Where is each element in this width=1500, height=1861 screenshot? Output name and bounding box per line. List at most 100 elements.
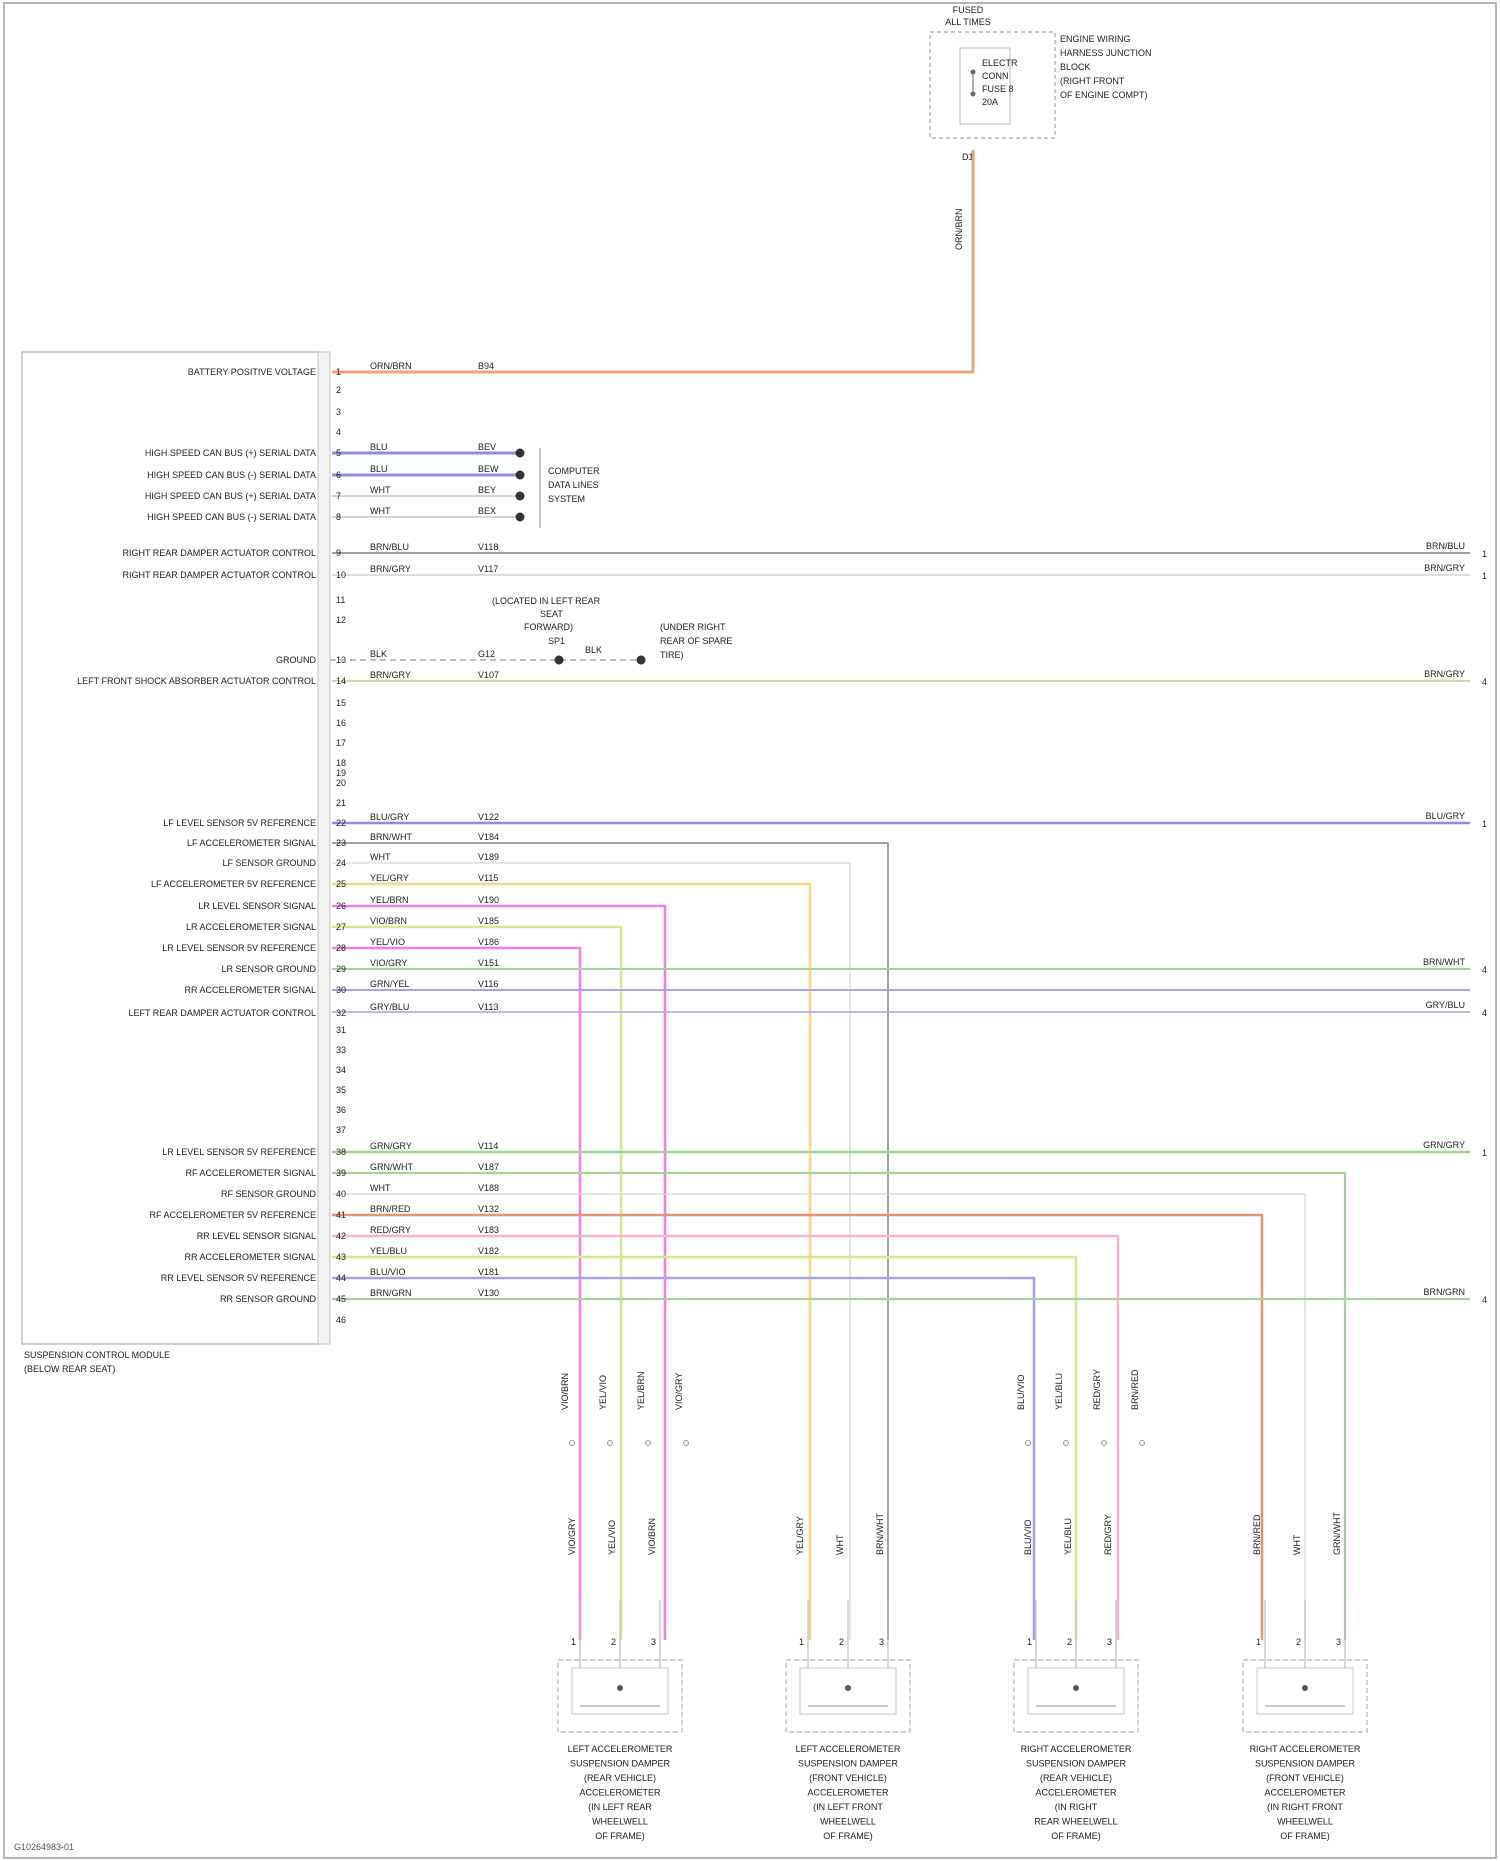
circuit-number-label: V184 (478, 832, 499, 842)
pin-function-label: LF ACCELEROMETER 5V REFERENCE (151, 879, 316, 889)
pin-function-label: RF SENSOR GROUND (221, 1189, 317, 1199)
sensor-outline (558, 1660, 682, 1732)
splice-label: SP1 (548, 636, 565, 646)
right-edge-connector-mark: 1 (1482, 571, 1487, 581)
fuse-desc-line-1: ENGINE WIRING (1060, 34, 1131, 44)
pin-number: 2 (336, 385, 341, 395)
fuse-desc-line-5: OF ENGINE COMPT) (1060, 90, 1148, 100)
sensor-name-line: WHEELWELL (820, 1817, 876, 1827)
wire-color-label: BLK (370, 649, 387, 659)
sensor-pin-number: 3 (1336, 1637, 1341, 1647)
pin-function-label: RF ACCELEROMETER 5V REFERENCE (149, 1210, 316, 1220)
sensor-layer: 123VIO/GRYYEL/VIOVIO/BRNVIO/BRNYEL/VIOYE… (558, 1369, 1367, 1841)
pin-number: 43 (336, 1252, 346, 1262)
sensor-wire-color-label: GRN/WHT (1332, 1512, 1342, 1555)
fuse-desc-line-4: (RIGHT FRONT (1060, 76, 1125, 86)
sensor-wire-color-label: VIO/GRY (567, 1518, 577, 1555)
fuse-terminal-top (971, 70, 976, 75)
pin-number: 10 (336, 570, 346, 580)
splice-dot (516, 513, 525, 522)
rr-level-signal-wire (332, 1236, 1118, 1640)
pin-function-label: LR LEVEL SENSOR 5V REFERENCE (162, 1147, 316, 1157)
wire-color-label: WHT (370, 506, 391, 516)
sensor-name-line: (IN RIGHT (1055, 1802, 1098, 1812)
pin-function-label: RR LEVEL SENSOR 5V REFERENCE (161, 1273, 316, 1283)
sensor-name-line: ACCELEROMETER (1035, 1788, 1117, 1798)
wire-color-label: BRN/GRY (370, 564, 411, 574)
sensor-element-dot (1073, 1685, 1079, 1691)
sensor-pin-number: 3 (651, 1637, 656, 1647)
pin-number: 30 (336, 985, 346, 995)
pin-number: 45 (336, 1294, 346, 1304)
pin-number: 40 (336, 1189, 346, 1199)
can-bus-destination: COMPUTER DATA LINES SYSTEM (540, 448, 600, 528)
pin-number: 19 (336, 768, 346, 778)
ground-point-dot (637, 656, 646, 665)
pin-number: 8 (336, 512, 341, 522)
rf-sensor-ground-wire (332, 1194, 1305, 1640)
pin-function-label: RIGHT REAR DAMPER ACTUATOR CONTROL (122, 570, 316, 580)
pin-function-label: HIGH SPEED CAN BUS (+) SERIAL DATA (145, 448, 316, 458)
pin-number: 7 (336, 491, 341, 501)
wire-color-label: BRN/GRY (370, 670, 411, 680)
circuit-number-label: V132 (478, 1204, 499, 1214)
splice-dot (516, 492, 525, 501)
sensor-name-line: (FRONT VEHICLE) (809, 1773, 887, 1783)
pin-number: 17 (336, 738, 346, 748)
circuit-number-label: B94 (478, 361, 494, 371)
pin-number: 26 (336, 901, 346, 911)
module-name-line-2: (BELOW REAR SEAT) (24, 1364, 115, 1374)
can-dest-line-1: COMPUTER (548, 466, 600, 476)
connector-wire-color-label: YEL/BRN (636, 1371, 646, 1410)
sensor-name-line: WHEELWELL (592, 1817, 648, 1827)
sensor-pin-number: 3 (1107, 1637, 1112, 1647)
fuse-inner-line-1: ELECTR (982, 58, 1018, 68)
sensor-wire-color-label: YEL/VIO (607, 1520, 617, 1555)
sensor-name-line: (IN LEFT FRONT (813, 1802, 883, 1812)
wire-color-label: BLU (370, 464, 388, 474)
sensor-name-line: OF FRAME) (595, 1831, 645, 1841)
pin-number: 25 (336, 879, 346, 889)
sensor-outline (1014, 1660, 1138, 1732)
rf-accel-signal-wire (332, 1173, 1345, 1640)
circuit-number-label: V183 (478, 1225, 499, 1235)
circuit-number-label: V182 (478, 1246, 499, 1256)
wire-color-label: BRN/GRN (370, 1288, 412, 1298)
pin-number: 4 (336, 427, 341, 437)
sensor-name-line: (FRONT VEHICLE) (1266, 1773, 1344, 1783)
pin-number: 44 (336, 1273, 346, 1283)
inline-connector-mark (608, 1441, 613, 1446)
sensor-name-line: RIGHT ACCELEROMETER (1250, 1744, 1361, 1754)
wire-color-label: BLU (370, 442, 388, 452)
sensor-name-line: (IN RIGHT FRONT (1267, 1802, 1343, 1812)
sensor-name-line: OF FRAME) (1280, 1831, 1330, 1841)
circuit-number-label: BEV (478, 442, 496, 452)
pin-number: 9 (336, 548, 341, 558)
ground-splice: (LOCATED IN LEFT REAR SEAT FORWARD) SP1 … (330, 596, 732, 665)
circuit-number-label: V181 (478, 1267, 499, 1277)
wire-color-label: VIO/BRN (370, 916, 407, 926)
sensor-wire-color-label: WHT (1292, 1534, 1302, 1555)
right-edge-wire-label: BRN/GRN (1423, 1287, 1465, 1297)
pin-number: 5 (336, 448, 341, 458)
fuse-desc-line-2: HARNESS JUNCTION (1060, 48, 1152, 58)
pin-number: 46 (336, 1315, 346, 1325)
splice-loc-line-2: SEAT (540, 609, 563, 619)
pin-number: 35 (336, 1085, 346, 1095)
wire-color-label: YEL/VIO (370, 937, 405, 947)
pin-function-label: RR ACCELEROMETER SIGNAL (184, 1252, 316, 1262)
lr-accel-signal-wire (332, 927, 621, 1640)
sensor-wire-color-label: YEL/GRY (795, 1516, 805, 1555)
figure-id: G10264983-01 (14, 1842, 74, 1852)
circuit-number-label: V187 (478, 1162, 499, 1172)
sensor-name-line: LEFT ACCELEROMETER (796, 1744, 901, 1754)
pin-function-label: RR LEVEL SENSOR SIGNAL (197, 1231, 316, 1241)
circuit-number-label: BEW (478, 464, 499, 474)
right-edge-wire-label: BLU/GRY (1426, 811, 1465, 821)
pin-function-label: HIGH SPEED CAN BUS (-) SERIAL DATA (147, 512, 316, 522)
pin-function-label: LEFT FRONT SHOCK ABSORBER ACTUATOR CONTR… (77, 676, 316, 686)
pin-function-label: RR SENSOR GROUND (220, 1294, 317, 1304)
wire-color-label: BRN/BLU (370, 542, 409, 552)
splice-loc-line-3: FORWARD) (524, 622, 573, 632)
pin-number: 34 (336, 1065, 346, 1075)
